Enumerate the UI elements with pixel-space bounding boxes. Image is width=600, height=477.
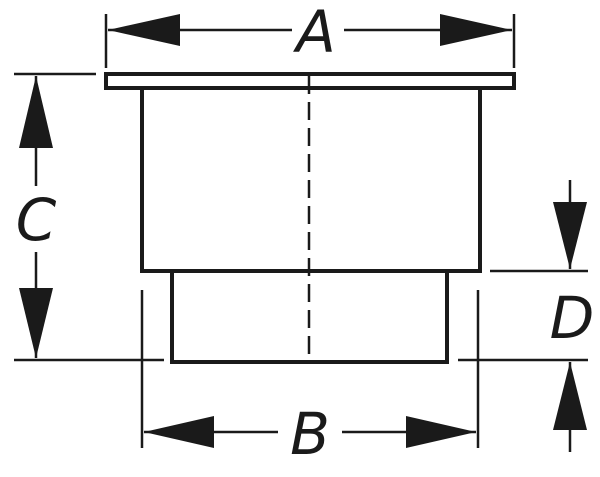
arrow-head-d-top: [553, 202, 587, 269]
dimension-c: C: [14, 72, 164, 362]
arrow-head-a-right: [440, 14, 512, 46]
dimension-a: A: [104, 0, 516, 68]
dimension-d: D: [458, 180, 594, 452]
dimension-b: B: [140, 290, 480, 468]
label-b: B: [290, 400, 330, 468]
fitting-outline: [104, 72, 516, 364]
arrow-head-a-left: [108, 14, 180, 46]
label-c: C: [16, 186, 57, 254]
arrow-head-c-top: [19, 76, 53, 148]
lower-body: [170, 271, 449, 364]
label-a: A: [292, 0, 336, 66]
arrow-head-d-bottom: [553, 362, 587, 430]
arrow-head-c-bottom: [19, 288, 53, 358]
arrow-head-b-right: [406, 416, 476, 448]
upper-body: [140, 88, 482, 273]
arrow-head-b-left: [144, 416, 214, 448]
label-d: D: [550, 284, 595, 352]
